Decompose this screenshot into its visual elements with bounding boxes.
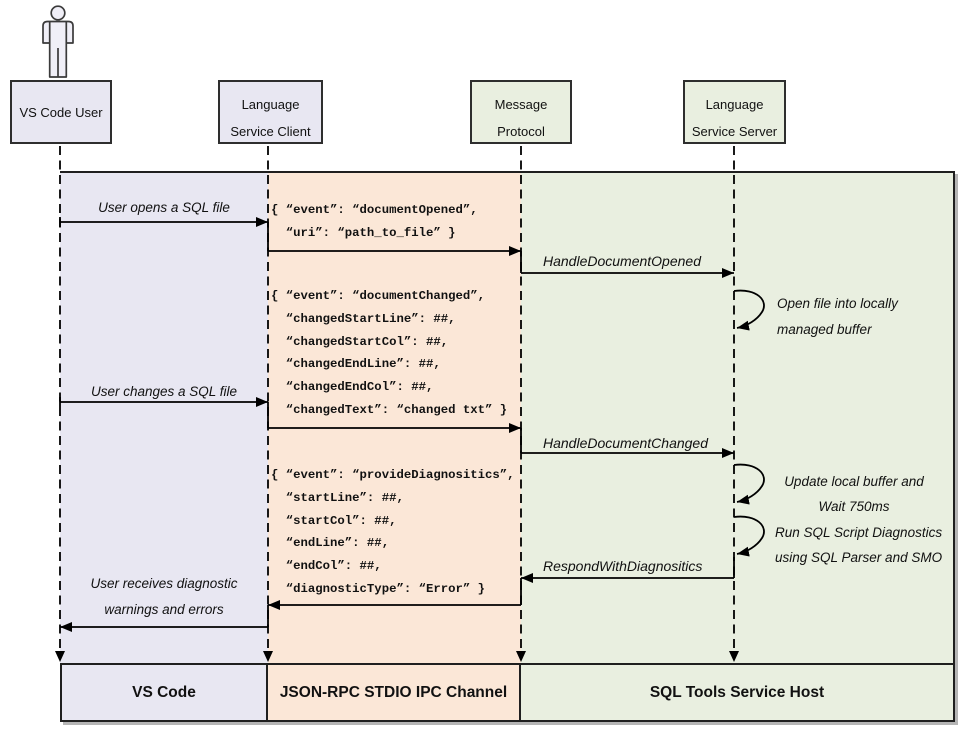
participant-protocol-line1: Message xyxy=(494,96,548,112)
service-host-swimlane xyxy=(521,173,953,722)
diagram-stage: VS Code JSON-RPC STDIO IPC Channel SQL T… xyxy=(60,171,955,722)
label-user-changes: User changes a SQL file xyxy=(90,384,238,399)
json-line: “changedText”: “changed txt” } xyxy=(271,402,508,417)
participant-server-line1: Language xyxy=(705,96,764,112)
json-line: “startLine”: ##, xyxy=(271,490,404,505)
json-block-provide-diagnostics: { “event”: “provideDiagnositics”, “start… xyxy=(271,464,515,601)
label-handle-document-changed: HandleDocumentChanged xyxy=(543,435,708,451)
label-user-receives-2: warnings and errors xyxy=(104,602,224,617)
label-user-receives-1: User receives diagnostic xyxy=(90,576,238,591)
label-update-buffer-2: Wait 750ms xyxy=(818,499,890,514)
participant-message-protocol: Message Protocol xyxy=(470,80,572,144)
participant-vs-code-user-label: VS Code User xyxy=(19,104,103,120)
json-line: “changedStartCol”: ##, xyxy=(271,334,449,349)
label-run-diag-1: Run SQL Script Diagnostics xyxy=(775,525,943,540)
json-line: { “event”: “documentChanged”, xyxy=(271,289,486,303)
label-open-file-2: managed buffer xyxy=(777,322,872,337)
json-line: “uri”: “path_to_file” } xyxy=(271,225,456,240)
label-handle-document-opened: HandleDocumentOpened xyxy=(543,253,701,269)
person-icon xyxy=(42,5,74,78)
ipc-channel-swimlane xyxy=(268,173,521,722)
person-body-lines xyxy=(48,22,68,77)
json-line: “diagnosticType”: “Error” } xyxy=(271,581,486,596)
json-block-document-changed: { “event”: “documentChanged”, “changedSt… xyxy=(271,285,507,422)
label-respond: RespondWithDiagnositics xyxy=(543,558,703,574)
json-line: “changedEndCol”: ##, xyxy=(271,380,434,395)
participant-protocol-line2: Protocol xyxy=(497,123,545,139)
json-line: { “event”: “provideDiagnositics”, xyxy=(271,468,515,482)
participant-vs-code-user: VS Code User xyxy=(10,80,112,144)
bottom-box-vs-code: VS Code xyxy=(60,663,268,722)
bottom-box-sql-tools-label: SQL Tools Service Host xyxy=(649,683,825,701)
json-line: “changedEndLine”: ##, xyxy=(271,357,441,372)
label-update-buffer-1: Update local buffer and xyxy=(784,474,924,489)
label-user-opens: User opens a SQL file xyxy=(98,200,230,215)
participant-client-line1: Language xyxy=(241,96,300,112)
bottom-box-json-rpc: JSON-RPC STDIO IPC Channel xyxy=(268,663,521,722)
json-line: { “event”: “documentOpened”, xyxy=(271,203,478,217)
bottom-box-vs-code-label: VS Code xyxy=(132,683,196,701)
json-block-document-opened: { “event”: “documentOpened”, “uri”: “pat… xyxy=(271,199,478,245)
bottom-box-json-rpc-label: JSON-RPC STDIO IPC Channel xyxy=(279,683,508,701)
person-body xyxy=(42,20,74,78)
participant-language-service-client: Language Service Client xyxy=(218,80,323,144)
json-line: “startCol”: ##, xyxy=(271,513,397,528)
json-line: “endCol”: ##, xyxy=(271,559,382,574)
participant-language-service-server: Language Service Server xyxy=(683,80,786,144)
json-line: “endLine”: ##, xyxy=(271,536,390,551)
participant-server-line2: Service Server xyxy=(691,123,778,139)
participant-client-line2: Service Client xyxy=(230,123,311,139)
label-open-file-1: Open file into locally xyxy=(777,296,898,311)
person-head xyxy=(50,5,66,21)
bottom-box-sql-tools: SQL Tools Service Host xyxy=(521,663,955,722)
json-line: “changedStartLine”: ##, xyxy=(271,311,456,326)
vs-code-swimlane xyxy=(60,173,268,722)
label-run-diag-2: using SQL Parser and SMO xyxy=(775,550,943,565)
